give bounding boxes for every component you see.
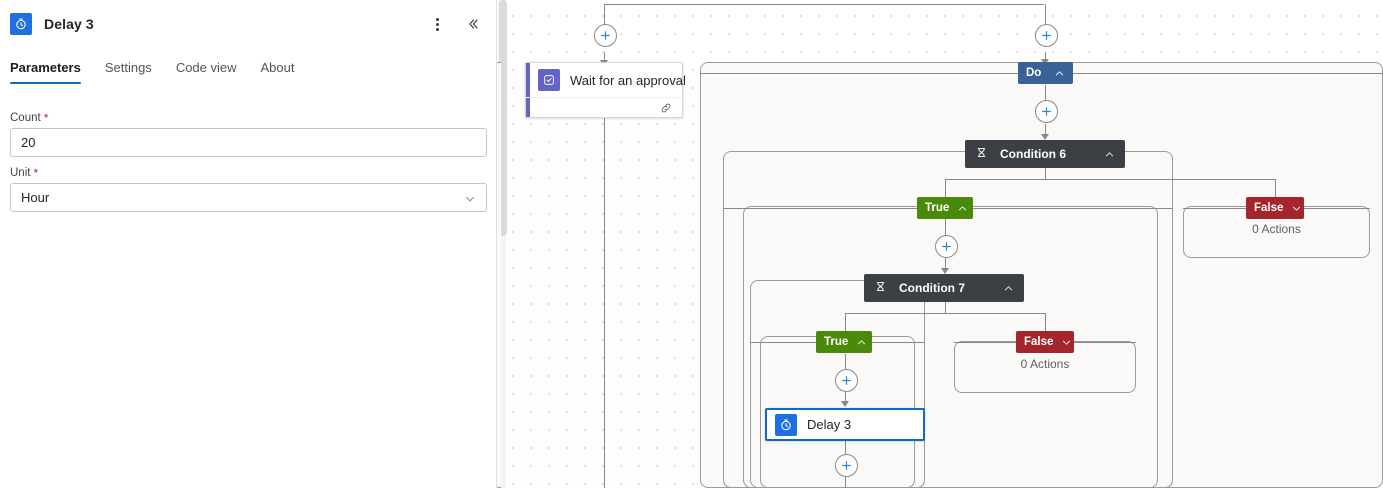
count-label: Count xyxy=(10,112,41,124)
chevron-up-icon xyxy=(1054,68,1065,79)
branch-label: True xyxy=(925,202,950,214)
connector-arrow xyxy=(1041,134,1049,140)
field-unit: Unit * Hour xyxy=(10,167,487,212)
kebab-glyph xyxy=(435,17,439,31)
connector-arrow xyxy=(841,401,849,407)
tab-parameters[interactable]: Parameters xyxy=(10,60,93,84)
branch-badge-true-7[interactable]: True xyxy=(816,331,872,353)
condition-header-7[interactable]: Condition 7 xyxy=(864,274,1024,302)
scope-badge-label: Do xyxy=(1026,67,1042,79)
count-input[interactable]: 20 xyxy=(21,135,36,150)
chevron-up-icon xyxy=(1003,283,1014,294)
canvas-scrollbar[interactable] xyxy=(498,0,507,488)
scope-badge-do[interactable]: Do xyxy=(1018,62,1073,84)
card-title: Wait for an approval xyxy=(570,72,686,88)
chevron-down-icon xyxy=(1291,203,1302,214)
chevron-up-icon xyxy=(957,203,968,214)
required-asterisk: * xyxy=(43,111,49,125)
required-asterisk: * xyxy=(33,166,39,180)
panel-header: Delay 3 xyxy=(0,0,496,48)
connector xyxy=(845,313,846,332)
count-input-wrap[interactable]: 20 xyxy=(10,128,487,157)
scope-outer-left-edge xyxy=(497,62,501,488)
tab-code-view[interactable]: Code view xyxy=(175,60,237,75)
connector xyxy=(945,219,946,236)
stopwatch-icon xyxy=(10,13,32,35)
add-action-button[interactable] xyxy=(935,235,958,258)
action-details-panel: Delay 3 Parameters Settings Code view Ab… xyxy=(0,0,497,488)
empty-actions-label-7: 0 Actions xyxy=(1020,357,1070,371)
branch-badge-false-7[interactable]: False xyxy=(1016,331,1074,353)
action-card-delay-3[interactable]: Delay 3 xyxy=(765,408,925,441)
workflow-canvas[interactable]: Wait for an approval Do xyxy=(497,0,1383,488)
card-header-row: Wait for an approval xyxy=(526,63,686,97)
panel-header-actions xyxy=(427,14,483,34)
branch-badge-false-6[interactable]: False xyxy=(1246,197,1304,219)
unit-dropdown[interactable]: Hour xyxy=(10,183,487,212)
field-count: Count * 20 xyxy=(10,112,487,157)
unit-label: Unit xyxy=(10,167,31,179)
page-title: Delay 3 xyxy=(44,16,94,32)
card-title: Delay 3 xyxy=(807,417,852,432)
connector xyxy=(845,441,846,455)
connector xyxy=(1045,85,1046,103)
connector xyxy=(1045,4,1046,30)
more-options-icon[interactable] xyxy=(427,14,447,34)
canvas-grid-top xyxy=(497,0,1383,73)
unit-value: Hour xyxy=(21,190,50,205)
connector xyxy=(604,4,605,30)
link-icon[interactable] xyxy=(660,101,672,119)
collapse-panel-icon[interactable] xyxy=(463,14,483,34)
connector xyxy=(945,179,1275,180)
condition-label: Condition 6 xyxy=(1000,147,1066,161)
card-footer xyxy=(526,97,682,122)
condition-icon xyxy=(975,146,988,162)
connector xyxy=(604,52,605,62)
card-accent-bar xyxy=(526,63,530,117)
approval-icon xyxy=(538,69,560,91)
connector xyxy=(845,477,846,488)
connector xyxy=(1045,313,1046,332)
chevron-down-icon xyxy=(1061,337,1072,348)
chevron-up-icon xyxy=(1104,149,1115,160)
branch-label: True xyxy=(824,336,849,348)
parameters-form: Count * 20 Unit * Hour xyxy=(10,112,487,222)
stopwatch-icon xyxy=(775,413,797,436)
condition-icon xyxy=(874,280,887,296)
card-header-row: Delay 3 xyxy=(767,410,923,439)
panel-tabs: Parameters Settings Code view About xyxy=(0,60,496,94)
connector-arrow xyxy=(941,268,949,274)
condition-label: Condition 7 xyxy=(899,281,965,295)
chevron-up-icon xyxy=(856,337,867,348)
condition-header-6[interactable]: Condition 6 xyxy=(965,140,1125,168)
add-action-button[interactable] xyxy=(1035,24,1058,47)
count-label-row: Count * xyxy=(10,112,487,124)
add-action-button[interactable] xyxy=(835,454,858,477)
branch-label: False xyxy=(1254,202,1284,214)
unit-label-row: Unit * xyxy=(10,167,487,179)
connector xyxy=(945,179,946,197)
connector xyxy=(1275,179,1276,197)
tab-settings[interactable]: Settings xyxy=(104,60,152,75)
connector xyxy=(1045,124,1046,136)
connector xyxy=(845,354,846,370)
connector xyxy=(945,301,946,313)
empty-actions-label-6: 0 Actions xyxy=(1252,222,1301,236)
connector xyxy=(845,392,846,404)
connector xyxy=(945,258,946,270)
branch-badge-true-6[interactable]: True xyxy=(917,197,973,219)
connector xyxy=(1045,167,1046,179)
add-action-button[interactable] xyxy=(594,24,617,47)
tab-about[interactable]: About xyxy=(260,60,295,75)
action-card-wait-for-approval[interactable]: Wait for an approval xyxy=(525,62,686,118)
connector xyxy=(604,118,605,488)
add-action-button[interactable] xyxy=(1035,100,1058,123)
connector xyxy=(845,313,1045,314)
canvas-scrollbar-thumb[interactable] xyxy=(499,0,507,236)
connector xyxy=(604,4,1044,5)
connector xyxy=(1045,52,1046,62)
add-action-button[interactable] xyxy=(835,369,858,392)
branch-label: False xyxy=(1024,336,1054,348)
